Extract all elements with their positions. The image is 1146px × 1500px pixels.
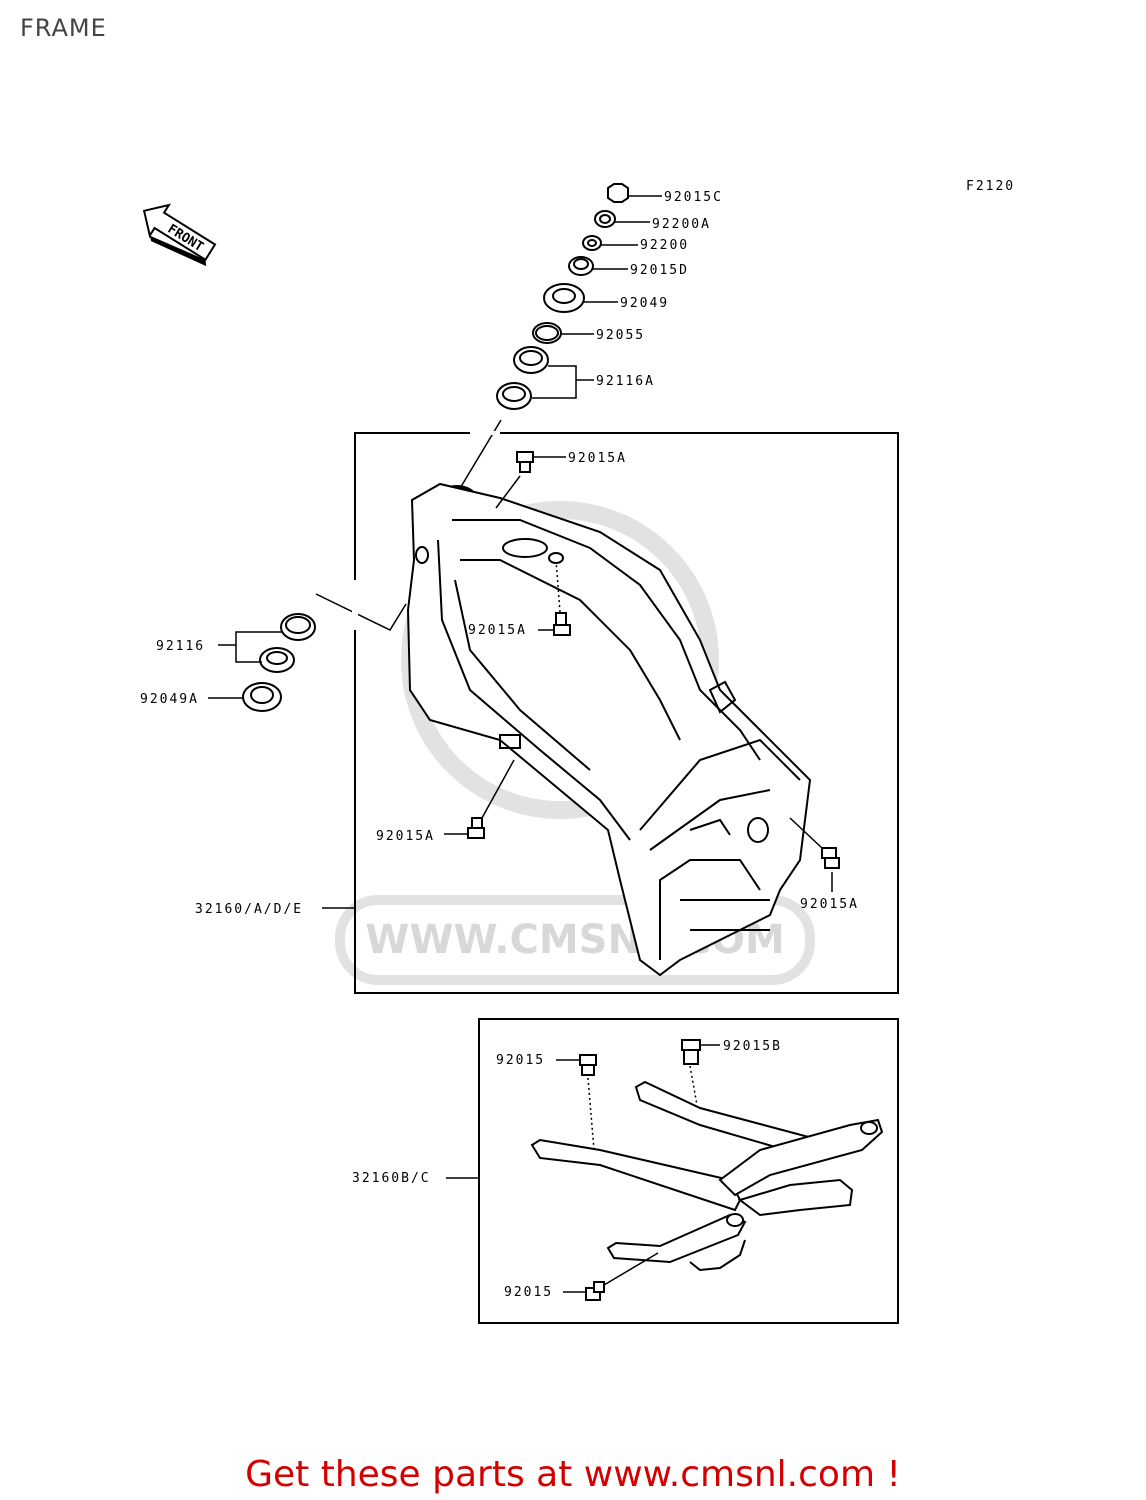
label-92015C: 92015C (664, 190, 723, 205)
label-92116A: 92116A (596, 374, 655, 389)
label-92015A-right: 92015A (800, 897, 859, 912)
label-92015B: 92015B (723, 1039, 782, 1054)
part-labels: 92015C 92200A 92200 92015D 92049 92055 9… (140, 190, 859, 1300)
label-92116: 92116 (156, 639, 205, 654)
bolt-92015A-right (789, 817, 840, 892)
bolt-92015A-top (495, 451, 566, 509)
label-92015A-mid: 92015A (468, 623, 527, 638)
subframe-bolts (556, 1039, 720, 1301)
label-92015A-low: 92015A (376, 829, 435, 844)
bolt-92015B (681, 1039, 720, 1106)
front-arrow-icon: FRONT (142, 203, 217, 267)
bolt-92015A-mid (538, 552, 571, 636)
footer-promo-link[interactable]: Get these parts at www.cmsnl.com ! (245, 1454, 901, 1495)
nut-92015C (607, 183, 629, 203)
label-92015-sub-top: 92015 (496, 1053, 545, 1068)
page-title: FRAME (20, 14, 107, 42)
lower-bearings (208, 580, 407, 712)
bolt-92015-sub-top (556, 1054, 597, 1151)
label-92055: 92055 (596, 328, 645, 343)
subframe-box (478, 1018, 899, 1324)
label-32160BC: 32160B/C (352, 1171, 431, 1186)
bolt-92015A-low (444, 759, 515, 839)
label-32160ADE: 32160/A/D/E (195, 902, 303, 917)
bolt-92015-sub-bot (563, 1252, 659, 1301)
label-92015-sub-bot: 92015 (504, 1285, 553, 1300)
figure-code: F2120 (966, 179, 1015, 194)
label-92200A: 92200A (652, 217, 711, 232)
main-frame-drawing (406, 482, 812, 977)
label-92049A: 92049A (140, 692, 199, 707)
main-frame-bolts (444, 451, 840, 892)
label-92015D: 92015D (630, 263, 689, 278)
label-92049: 92049 (620, 296, 669, 311)
steering-stack (449, 183, 662, 506)
label-92015A-top: 92015A (568, 451, 627, 466)
subframe-drawing (530, 1080, 884, 1272)
main-frame-box (354, 432, 899, 994)
label-92200: 92200 (640, 238, 689, 253)
